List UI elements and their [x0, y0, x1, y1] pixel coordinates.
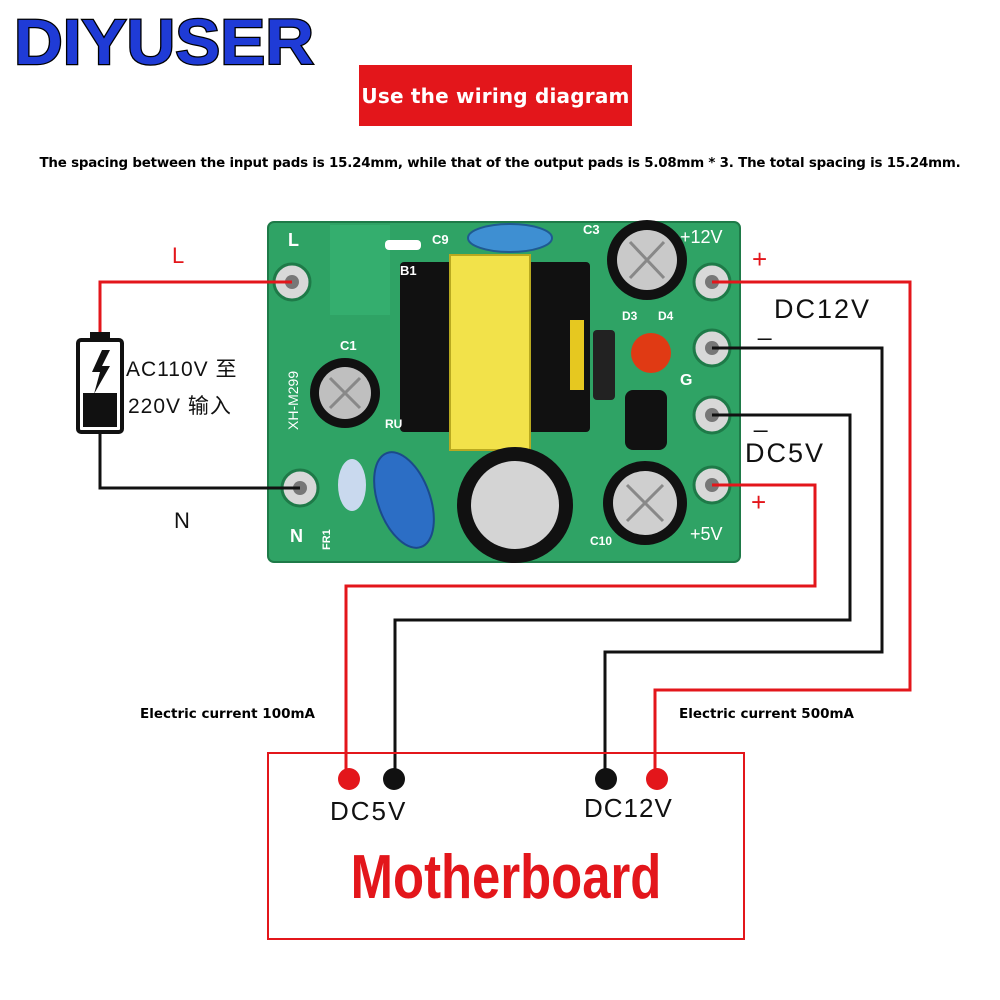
silk-fr1: FR1 — [321, 529, 333, 550]
diode — [593, 330, 615, 400]
silk-d4: D4 — [658, 309, 674, 323]
dc5-minus-sign: _ — [753, 406, 768, 433]
motherboard-terminals — [338, 768, 668, 790]
dc5-plus-sign: + — [751, 487, 766, 517]
mb-dc5-label: DC5V — [330, 796, 407, 826]
capacitor-y — [373, 451, 435, 549]
silk-c3: C3 — [583, 222, 600, 237]
wire-5v-minus — [393, 413, 852, 775]
mb-dc12-label: DC12V — [584, 793, 673, 823]
output-wires — [344, 280, 912, 775]
terminal-5v-plus — [338, 768, 360, 790]
silk-d3: D3 — [622, 309, 638, 323]
board-slot — [385, 240, 421, 250]
ac-input-wires — [98, 280, 300, 490]
wire-12v-minus — [603, 346, 884, 775]
ac-voltage-line2: 220V 输入 — [128, 395, 232, 418]
current-500ma-label: Electric current 500mA — [679, 706, 854, 722]
wire-12v-plus — [653, 280, 912, 775]
silk-b1: B1 — [400, 263, 417, 278]
current-100ma-label: Electric current 100mA — [140, 706, 315, 722]
fuse-fr1 — [338, 459, 366, 511]
diyuser-logo: DIYUSER — [13, 6, 316, 76]
ac-source-icon — [76, 332, 124, 434]
terminal-12v-minus — [595, 768, 617, 790]
silk-ru: RU — [385, 417, 402, 431]
transformer — [400, 254, 590, 451]
power-module-board: L N C9 C3 B1 C1 D3 D4 G RU FR1 C10 +12V … — [267, 220, 741, 563]
silk-c9: C9 — [432, 232, 449, 247]
dc12-plus-sign: + — [752, 244, 767, 274]
lightning-icon — [92, 350, 110, 394]
terminal-12v-plus — [646, 768, 668, 790]
neutral-label: N — [174, 508, 190, 533]
wiring-diagram-banner: Use the wiring diagram — [359, 65, 632, 126]
silk-g: G — [680, 372, 692, 389]
silk-plus5v: +5V — [690, 524, 723, 544]
silk-n: N — [290, 526, 303, 546]
wire-5v-plus — [344, 483, 817, 775]
logo-text: DIYUSER — [14, 6, 314, 76]
board-model-label: XH-M299 — [285, 371, 301, 430]
regulator — [625, 390, 667, 450]
dc12-output-label: DC12V — [774, 294, 871, 324]
indicator-led — [631, 333, 671, 373]
dc5-output-label: DC5V — [745, 438, 825, 468]
silk-l: L — [288, 230, 299, 250]
dc12-minus-sign: _ — [757, 314, 772, 341]
silk-plus12v: +12V — [680, 227, 723, 247]
silk-c10: C10 — [590, 534, 612, 548]
motherboard-box — [267, 752, 745, 940]
live-label: L — [172, 243, 184, 268]
spacing-note: The spacing between the input pads is 15… — [39, 156, 961, 171]
motherboard-title: Motherboard — [350, 843, 662, 912]
capacitor-c9 — [467, 223, 553, 253]
terminal-5v-minus — [383, 768, 405, 790]
banner-label: Use the wiring diagram — [361, 83, 630, 108]
ac-voltage-line1: AC110V 至 — [126, 358, 238, 381]
silk-c1: C1 — [340, 338, 357, 353]
